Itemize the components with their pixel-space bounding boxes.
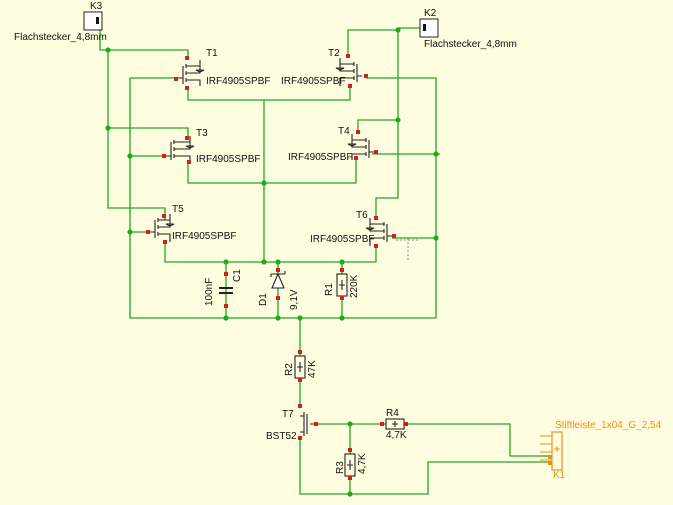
wires [99,22,550,495]
wire-t5-t6-drain [164,242,377,263]
t1-label: T1 [206,48,218,59]
t3-value: IRF4905SPBF [196,154,260,165]
c1-label: C1 [232,269,243,282]
k3-value: Flachstecker_4,8mm [14,32,107,43]
k3-label: K3 [90,1,103,12]
wire-k2-top [347,27,420,56]
t2-label: T2 [328,48,340,59]
d1-label: D1 [258,293,269,306]
mosfet-t3: T3 IRF4905SPBF [162,128,260,165]
wire-t1-t2-drain [187,88,351,101]
d1-value: 9,1V [289,289,300,310]
r1-value: 220K [349,274,360,298]
wire-t3-source [108,127,189,140]
wire-t7-source [299,438,550,495]
t6-label: T6 [356,210,368,221]
c1-value: 100nF [204,278,215,306]
t5-value: IRF4905SPBF [172,231,236,242]
header-value: Stiftleiste_1x04_G_2,54 [555,420,662,431]
r2-label: R2 [284,363,295,376]
r4-value: 4,7K [386,430,407,441]
connector-k2: K2 Flachstecker_4,8mm [419,8,517,50]
t3-label: T3 [196,128,208,139]
r1-label: R1 [324,283,335,296]
r3-label: R3 [335,461,346,474]
mosfet-t1: T1 IRF4905SPBF [174,48,270,90]
header-ref: K1 [553,470,566,481]
mosfet-t2: T2 IRF4905SPBF [281,48,368,88]
wire-k2-bus [375,30,399,218]
r3-value: 4,7K [357,453,368,474]
r4-label: R4 [386,408,399,419]
t4-label: T4 [338,126,350,137]
resistor-r3: R3 4,7K [335,448,368,480]
mosfet-t4: T4 IRF4905SPBF [288,126,378,163]
resistor-r2: R2 47K [284,350,318,382]
zener-d1: D1 9,1V [258,268,300,310]
t1-value: IRF4905SPBF [206,76,270,87]
resistor-r4: R4 4,7K [380,408,408,441]
junctions [105,27,439,497]
t4-value: IRF4905SPBF [288,152,352,163]
transistor-t7: T7 BST52 [266,404,318,442]
k2-value: Flachstecker_4,8mm [424,39,517,50]
pin-header-k1: Stiftleiste_1x04_G_2,54 K1 [540,420,662,481]
t5-label: T5 [172,204,184,215]
k2-label: K2 [424,8,437,19]
mosfet-t5: T5 IRF4905SPBF [146,204,236,244]
wire-t4-source [357,119,398,132]
wire-t1-source [108,49,189,58]
mosfet-t6: T6 IRF4905SPBF [310,210,420,262]
t6-value: IRF4905SPBF [310,234,374,245]
r2-value: 47K [307,360,318,378]
wire-r4-out [404,423,550,457]
connector-k3: K3 Flachstecker_4,8mm [14,1,107,43]
resistor-r1: R1 220K [324,268,360,300]
capacitor-c1: C1 100nF [204,269,243,308]
wire-t3-t4-drain [187,158,357,184]
t2-value: IRF4905SPBF [281,76,345,87]
t7-label: T7 [282,409,294,420]
t7-value: BST52 [266,431,297,442]
